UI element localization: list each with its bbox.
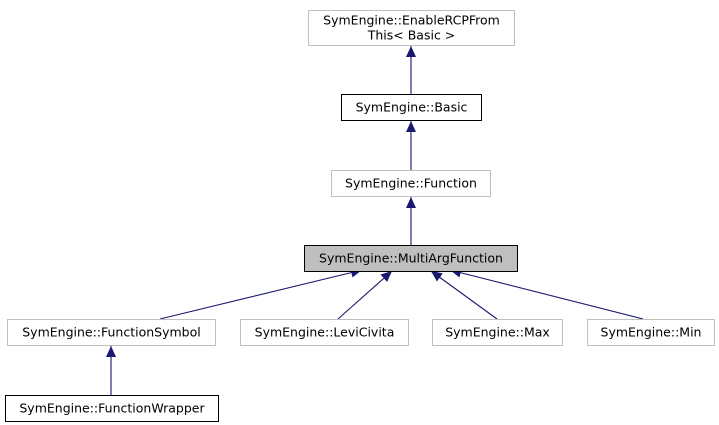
node-function-symbol[interactable]: SymEngine::FunctionSymbol — [7, 319, 216, 346]
node-basic[interactable]: SymEngine::Basic — [341, 94, 482, 121]
node-box[interactable] — [587, 319, 715, 346]
node-label: SymEngine::Min — [601, 325, 702, 340]
node-box[interactable] — [341, 94, 482, 121]
node-label: SymEngine::MultiArgFunction — [319, 251, 503, 266]
node-box[interactable] — [7, 319, 216, 346]
edge-levi_civita-to-multiarg — [337, 270, 393, 320]
node-box[interactable] — [432, 319, 563, 346]
node-function-wrapper[interactable]: SymEngine::FunctionWrapper — [5, 395, 219, 422]
node-box[interactable] — [308, 10, 515, 46]
edge-function_symbol-to-multiarg — [159, 267, 363, 320]
node-label: SymEngine::FunctionSymbol — [22, 325, 201, 340]
node-box[interactable] — [331, 170, 491, 197]
node-label: SymEngine::EnableRCPFrom — [323, 13, 500, 28]
node-box[interactable] — [240, 319, 409, 346]
edge-max-to-multiarg — [430, 270, 498, 320]
edges-layer — [106, 46, 644, 395]
node-label: SymEngine::LeviCivita — [255, 325, 395, 340]
node-box[interactable] — [304, 245, 518, 272]
node-multiarg[interactable]: SymEngine::MultiArgFunction — [304, 245, 518, 272]
node-max[interactable]: SymEngine::Max — [432, 319, 563, 346]
node-label: SymEngine::Function — [345, 176, 477, 191]
node-label: This< Basic > — [367, 28, 456, 43]
node-levi-civita[interactable]: SymEngine::LeviCivita — [240, 319, 409, 346]
node-min[interactable]: SymEngine::Min — [587, 319, 715, 346]
node-label: SymEngine::Basic — [356, 100, 468, 115]
edge-min-to-multiarg — [449, 267, 644, 320]
node-label: SymEngine::Max — [445, 325, 550, 340]
node-label: SymEngine::FunctionWrapper — [19, 401, 205, 416]
node-function[interactable]: SymEngine::Function — [331, 170, 491, 197]
node-box[interactable] — [5, 395, 219, 422]
